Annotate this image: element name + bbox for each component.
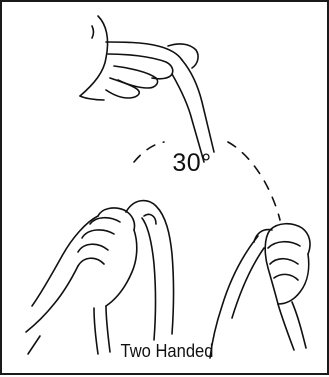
- right-hand-illustration: [210, 224, 310, 358]
- top-hand-illustration: [80, 16, 214, 162]
- caption: Two Handed: [98, 340, 236, 362]
- angle-label: 30°: [164, 148, 220, 178]
- left-hand-illustration: [26, 201, 174, 354]
